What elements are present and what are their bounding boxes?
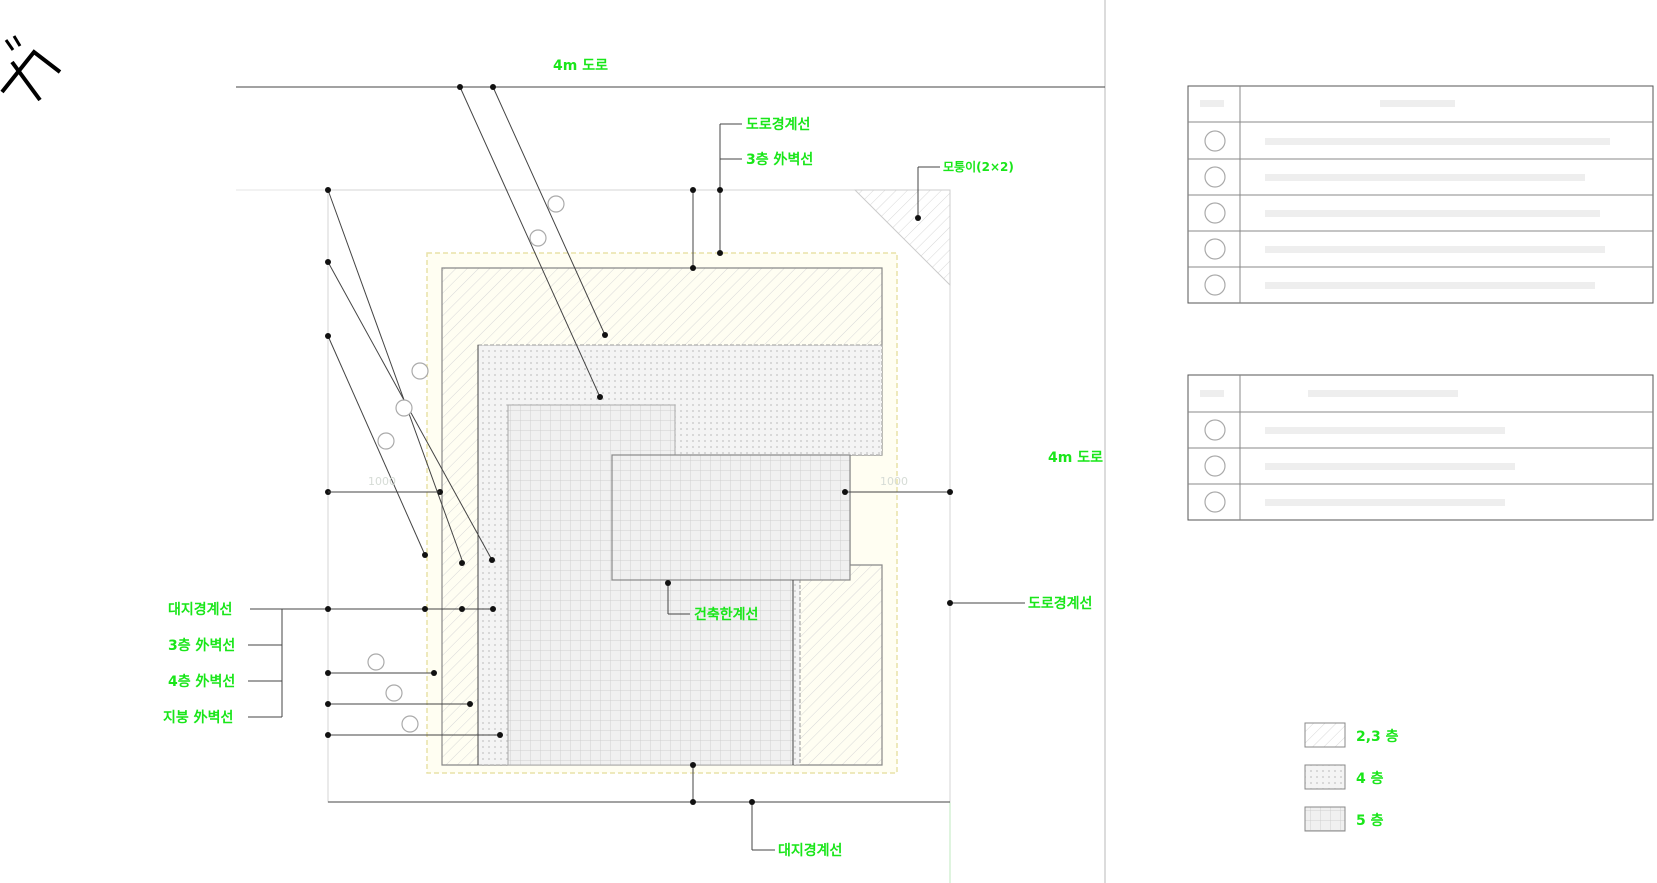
label-road-boundary-top: 도로경계선 [746,116,810,133]
legend-swatch-grid [1304,806,1346,832]
label-floor5-setback-left: 지붕 外벽선 [163,709,233,726]
table-2 [1187,374,1654,521]
corner-cut-area [853,189,951,287]
label-corner-cut: 모퉁이(2×2) [943,159,1014,174]
legend-swatch-hatch [1304,722,1346,748]
legend-label-3: 5 층 [1356,813,1384,829]
north-arrow-icon [0,35,62,102]
setback-diagonals-left [325,187,495,566]
table-1 [1187,85,1654,304]
legend-label-2: 4 층 [1356,771,1384,787]
legend-label-1: 2,3 층 [1356,729,1399,745]
legend: 2,3 층 4 층 5 층 [1304,722,1399,832]
label-road-top: 4m 도로 [553,58,608,74]
top-leaders [690,123,940,271]
label-building-line: 건축한계선 [694,606,758,623]
floor-5-annex [611,454,851,581]
left-leaders [248,606,503,738]
dim-text-left: 1000 [368,475,396,488]
label-floor4-setback-left: 4층 外벽선 [168,673,235,690]
setback-diagonals-top [457,84,608,400]
label-site-boundary-bottom: 대지경계선 [778,842,842,859]
label-road-right: 4m 도로 [1048,450,1103,466]
label-floor3-setback-left: 3층 外벽선 [168,637,235,654]
dim-text-right: 1000 [880,475,908,488]
bottom-leaders [328,580,950,851]
label-floor3-setback-top: 3층 外벽선 [746,151,813,168]
legend-swatch-dots [1304,764,1346,790]
label-site-boundary-left: 대지경계선 [168,601,232,618]
label-road-boundary-right: 도로경계선 [1028,595,1092,612]
